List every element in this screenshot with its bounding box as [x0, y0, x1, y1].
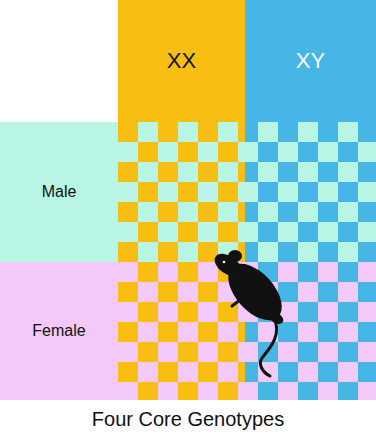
node-label: XX	[167, 48, 196, 74]
genotype-header: XX	[118, 0, 245, 122]
xx-male-checker	[118, 122, 245, 262]
node-label: XY	[296, 48, 325, 74]
sex-row-label: Male	[0, 122, 118, 262]
sex-row-label: Female	[0, 262, 118, 400]
node-label: Male	[42, 183, 77, 201]
xy-male-checker	[245, 122, 376, 262]
genotype-header: XY	[245, 0, 376, 122]
xx-female-checker	[118, 262, 245, 400]
mouse-silhouette	[211, 249, 292, 376]
caption: Four Core Genotypes	[0, 408, 376, 431]
node-label: Female	[32, 322, 85, 340]
